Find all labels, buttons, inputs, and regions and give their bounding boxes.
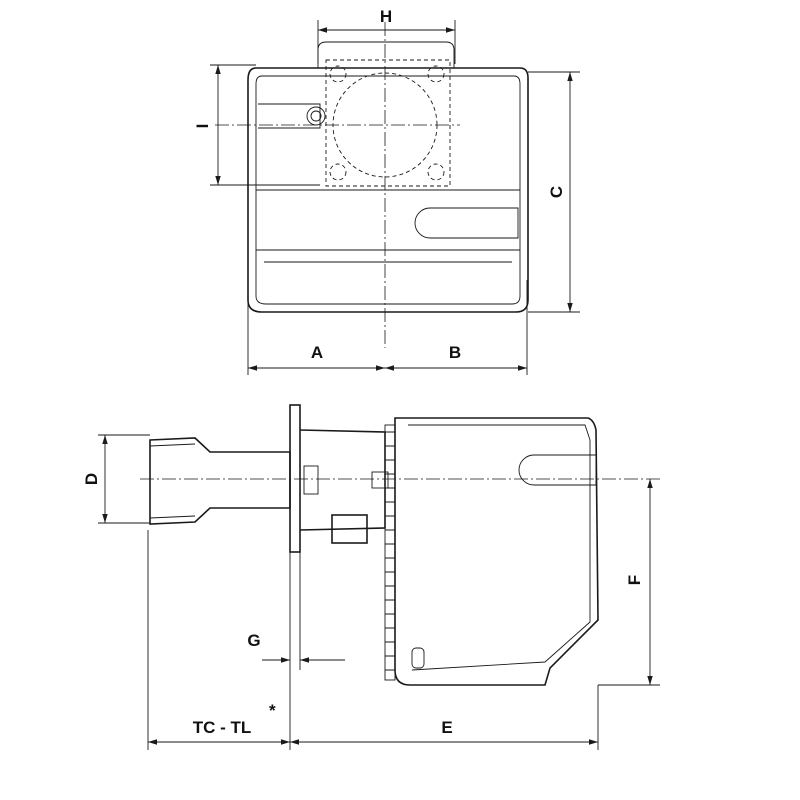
- top-bracket: [317, 41, 455, 68]
- label-a: A: [311, 343, 323, 362]
- label-b: B: [449, 343, 461, 362]
- side-view: D F G TC - TL * E: [82, 404, 660, 750]
- label-g: G: [247, 631, 260, 650]
- label-i: I: [193, 124, 212, 129]
- ribbed-edge: [384, 424, 396, 681]
- air-damper-motor: [331, 514, 368, 544]
- flange-hidden-outline: [325, 59, 451, 187]
- mounting-flange: [289, 404, 301, 553]
- label-asterisk: *: [269, 701, 276, 720]
- label-e: E: [441, 718, 452, 737]
- burner-cover: [394, 417, 599, 686]
- label-tc-tl: TC - TL: [193, 718, 252, 737]
- sight-glass: [306, 106, 326, 126]
- cover-handle: [518, 454, 597, 486]
- housing-inner-edge: [255, 75, 521, 305]
- label-h: H: [380, 7, 392, 26]
- burner-housing-outline: [247, 67, 529, 313]
- top-view: H I C A B: [193, 7, 580, 375]
- label-f: F: [625, 575, 644, 585]
- side-tab: [258, 103, 321, 129]
- handle-slot: [414, 207, 519, 239]
- label-d: D: [82, 473, 101, 485]
- label-c: C: [547, 186, 566, 198]
- blast-tube: [149, 437, 291, 525]
